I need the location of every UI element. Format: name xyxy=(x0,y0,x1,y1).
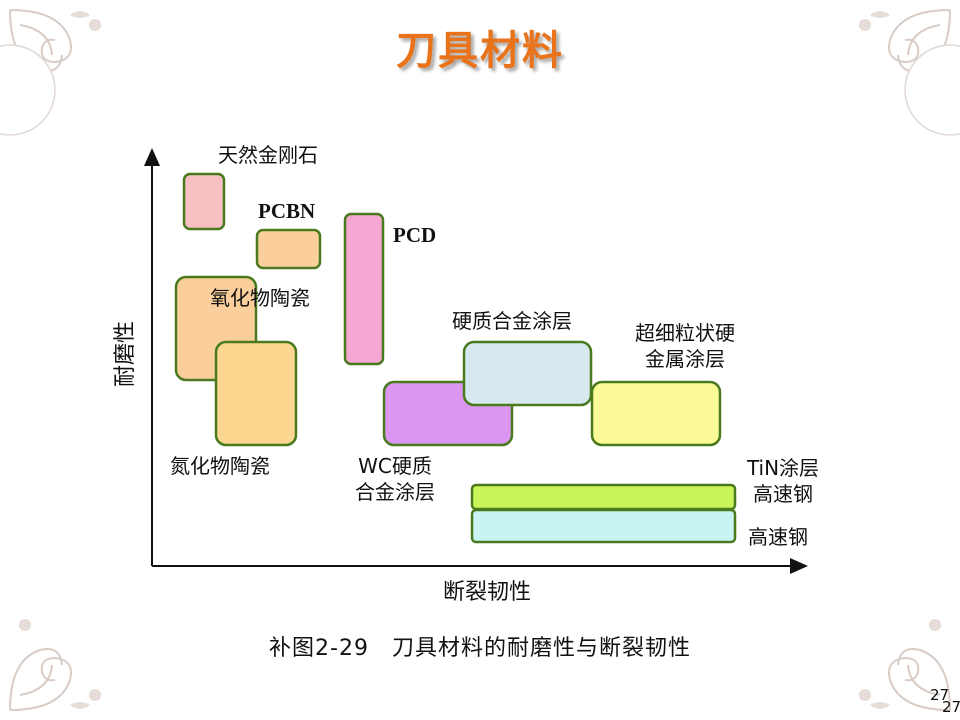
slide-title: 刀具材料 xyxy=(396,28,564,74)
carbide-coating-label: 硬质合金涂层 xyxy=(452,309,572,333)
figure-caption: 补图2-29 刀具材料的耐磨性与断裂韧性 xyxy=(269,636,691,661)
y-axis-label-wrap: 耐磨性 xyxy=(108,300,138,400)
ultrafine-coating-label: 超细粒状硬 金属涂层 xyxy=(620,320,750,372)
page-number-shadow: 27 xyxy=(942,698,960,716)
ultrafine-label-line2: 金属涂层 xyxy=(645,347,725,371)
oxide-ceramic-label: 氧化物陶瓷 xyxy=(210,286,310,310)
y-axis-label: 耐磨性 xyxy=(113,321,138,388)
corner-ornament-bottom-right xyxy=(859,619,951,711)
nitride-ceramic-box xyxy=(214,340,298,447)
hss-box xyxy=(470,508,737,544)
tin-hss-box xyxy=(470,483,737,511)
corner-circle-decoration xyxy=(904,44,960,136)
carbide-coating-box xyxy=(462,340,593,407)
wc-coating-label-line2: 合金涂层 xyxy=(355,480,435,504)
tin-hss-label: TiN涂层 高速钢 xyxy=(733,455,833,507)
hss-label: 高速钢 xyxy=(748,525,808,549)
pcbn-label: PCBN xyxy=(258,199,316,223)
tin-hss-label-line1: TiN涂层 xyxy=(746,456,820,480)
x-axis-label: 断裂韧性 xyxy=(443,580,532,605)
wc-coating-label: WC硬质 合金涂层 xyxy=(340,453,450,505)
tin-hss-label-line2: 高速钢 xyxy=(753,482,813,506)
pcbn-box xyxy=(255,228,322,270)
nitride-ceramic-label: 氮化物陶瓷 xyxy=(170,454,270,478)
corner-ornament-bottom-left xyxy=(9,619,101,711)
pcd-box xyxy=(343,212,385,366)
diamond-box xyxy=(182,172,226,231)
wc-coating-label-line1: WC硬质 xyxy=(358,454,432,478)
ultrafine-coating-box xyxy=(590,380,722,447)
corner-circle-decoration xyxy=(0,44,56,136)
pcd-label: PCD xyxy=(393,223,437,247)
page-number: 27 xyxy=(930,686,950,704)
diamond-label: 天然金刚石 xyxy=(218,143,318,167)
ultrafine-label-line1: 超细粒状硬 xyxy=(635,321,735,345)
